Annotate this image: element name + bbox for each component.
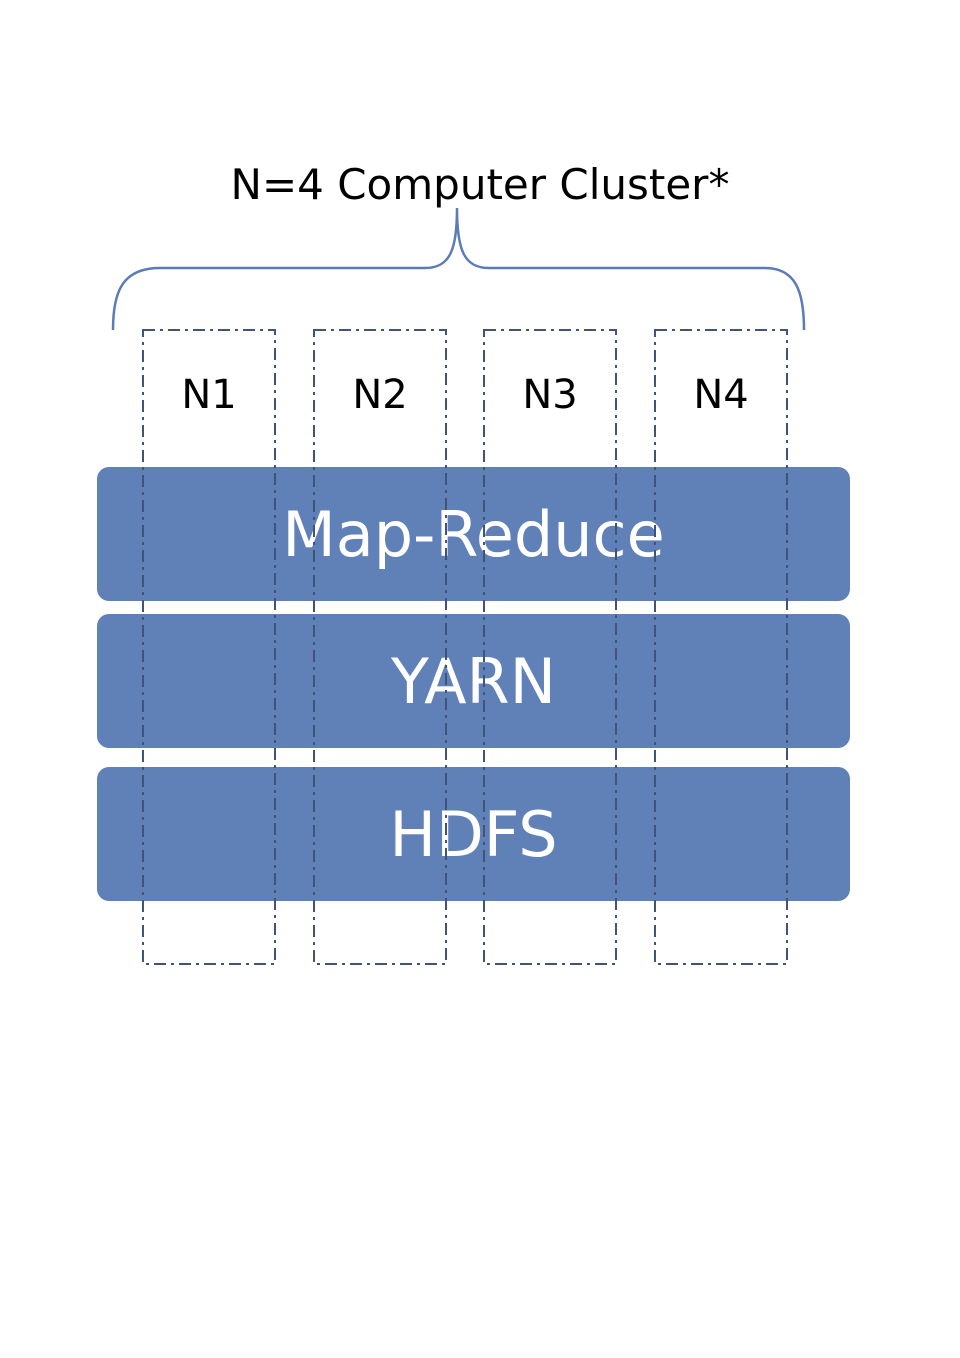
node-column-n3 — [483, 329, 617, 965]
diagram-title: N=4 Computer Cluster* — [230, 160, 730, 209]
map-reduce-label: Map-Reduce — [282, 497, 665, 571]
yarn-layer: YARN — [97, 614, 850, 748]
node-column-n1 — [142, 329, 276, 965]
node-label-n1: N1 — [181, 372, 237, 418]
map-reduce-layer: Map-Reduce — [97, 467, 850, 601]
node-label-n4: N4 — [693, 372, 749, 418]
node-column-n2 — [313, 329, 447, 965]
node-label-n2: N2 — [352, 372, 408, 418]
hdfs-layer: HDFS — [97, 767, 850, 901]
yarn-label: YARN — [391, 644, 556, 718]
hdfs-label: HDFS — [389, 797, 558, 871]
node-label-n3: N3 — [522, 372, 578, 418]
node-column-n4 — [654, 329, 788, 965]
